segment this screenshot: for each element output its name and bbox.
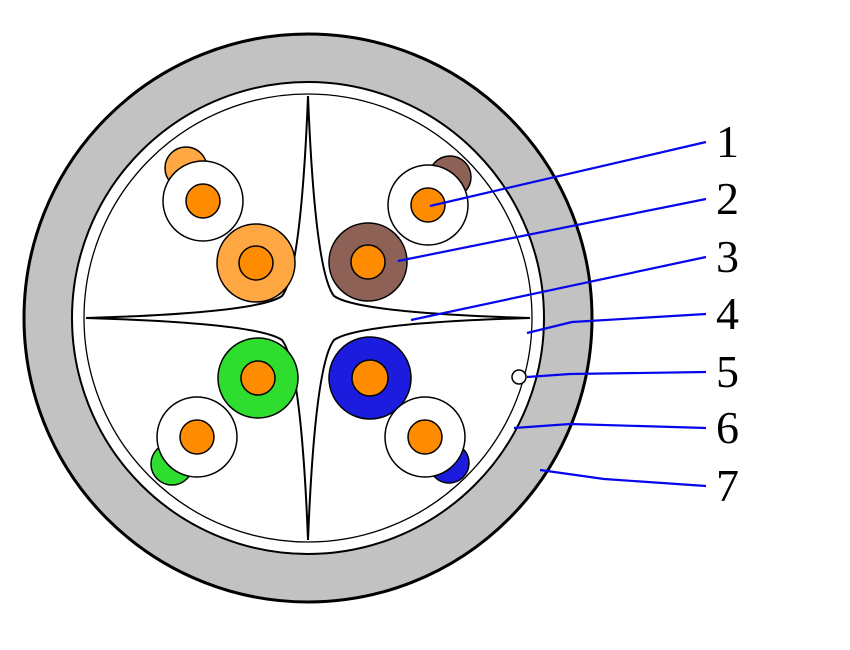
leader-line-3 [410,255,707,322]
copper-conductor [179,419,215,455]
leader-line-2 [397,197,707,263]
leader-lines [397,140,707,488]
leader-line-7 [539,468,707,488]
leader-line-4 [526,312,707,335]
ripcord-marker [511,369,527,385]
wire-pair-brown [328,155,472,302]
wire-pair-orange [162,146,296,303]
cable-body [22,32,594,604]
copper-conductor [240,360,276,396]
copper-conductor [350,244,386,280]
copper-conductor [351,359,389,397]
leader-line-5 [526,370,707,379]
leader-line-1 [429,140,707,208]
wire-pair-blue [328,336,470,484]
tape-wrap [83,93,533,543]
label-2: 2 [716,173,739,224]
leader-line-6 [513,422,707,430]
label-4: 4 [716,288,739,339]
label-6: 6 [716,402,739,453]
wire-pair-green [150,337,299,486]
label-3: 3 [716,231,739,282]
copper-conductor [410,187,446,223]
labels: 1 2 3 4 5 6 7 [716,116,739,511]
cross-spline [85,95,531,541]
copper-conductor [185,183,221,219]
copper-conductor [407,419,443,455]
label-1: 1 [716,116,739,167]
label-5: 5 [716,346,739,397]
label-7: 7 [716,460,739,511]
copper-conductor [238,245,274,281]
